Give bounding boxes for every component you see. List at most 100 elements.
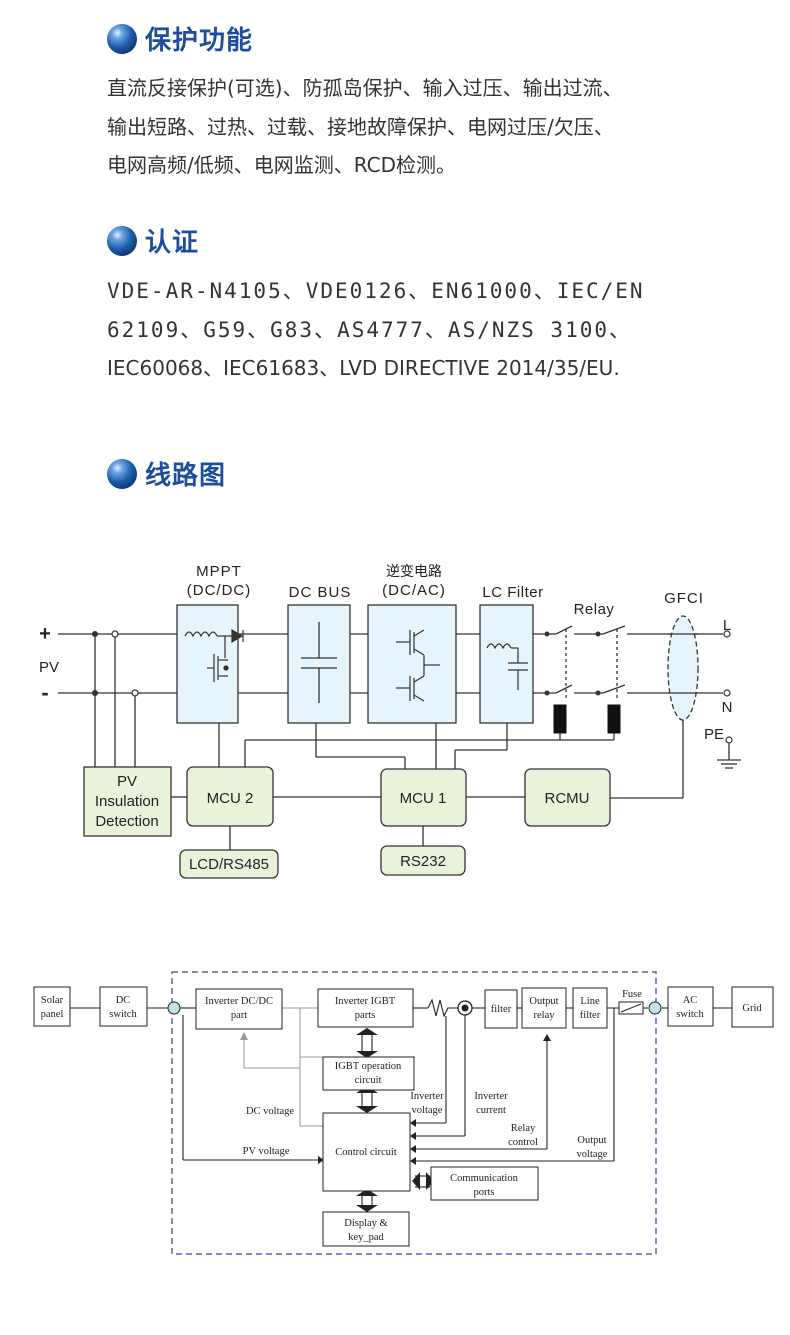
certification-title: 认证: [145, 228, 200, 258]
relay-coil: [607, 704, 621, 734]
relay-coil: [553, 704, 567, 734]
protection-title: 保护功能: [145, 26, 254, 56]
block-diagram-2: Solar panel DC switch Inverter DC/DC par…: [33, 971, 774, 1255]
ac-switch-label: switch: [676, 1009, 704, 1020]
inverter-voltage-label: voltage: [412, 1105, 443, 1116]
rcmu-block: [524, 768, 611, 827]
inverter-current-label: current: [476, 1105, 506, 1116]
protection-line: 直流反接保护(可选)、防孤岛保护、输入过压、输出过流、: [107, 76, 623, 100]
output-relay-box: [521, 987, 567, 1029]
certification-line: VDE-AR-N4105、VDE0126、EN61000、IEC/EN: [107, 279, 645, 303]
inverter-voltage-label: Inverter: [410, 1091, 444, 1102]
plus-label: +: [39, 623, 51, 645]
dcbus-label: DC BUS: [289, 584, 352, 601]
fuse-label: Fuse: [622, 989, 642, 1000]
output-relay-label: Output: [529, 996, 558, 1007]
certification-text: VDE-AR-N4105、VDE0126、EN61000、IEC/EN 6210…: [107, 272, 645, 388]
igbt-operation-box: [322, 1056, 415, 1091]
communication-ports-label: Communication: [450, 1173, 518, 1184]
certification-heading: 认证: [107, 222, 199, 259]
igbt-icon: [396, 629, 440, 702]
minus-label: -: [41, 680, 48, 705]
solar-panel-box: [33, 986, 71, 1027]
dc-switch-label: DC: [116, 995, 131, 1006]
control-circuit-box: [322, 1112, 411, 1192]
pv-voltage-label: PV voltage: [243, 1146, 290, 1157]
rs232-block: [380, 845, 466, 876]
pv-label: PV: [39, 659, 59, 676]
protection-line: 输出短路、过热、过载、接地故障保护、电网过压/欠压、: [107, 114, 614, 139]
pv-insulation-block: [83, 766, 172, 837]
dc-switch-box: [99, 986, 148, 1027]
inverter-dcdc-label: Inverter DC/DC: [205, 996, 273, 1007]
filter-label: filter: [491, 1004, 512, 1015]
neutral-N-label: N: [722, 699, 733, 716]
circuit-heading: 线路图: [107, 455, 226, 492]
inverter-igbt-label: Inverter IGBT: [335, 996, 396, 1007]
grid-label: Grid: [742, 1003, 762, 1014]
mppt-internals: [184, 628, 244, 682]
gfci-label: GFCI: [664, 590, 704, 607]
lcfilter-block: [479, 604, 534, 724]
control-circuit-label: Control circuit: [335, 1147, 397, 1158]
dashed-frame: [171, 971, 657, 1255]
mppt-block: [176, 604, 239, 724]
lcd-rs485-block: [179, 849, 279, 879]
relay-label: Relay: [574, 601, 615, 618]
mppt-sub: (DC/DC): [187, 582, 252, 599]
filter-box: [484, 989, 518, 1029]
inverter-title: 逆变电路: [386, 563, 442, 579]
mcu2-block: [186, 766, 274, 827]
display-keypad-label: key_pad: [348, 1232, 384, 1243]
output-voltage-label: voltage: [577, 1149, 608, 1160]
inverter-igbt-label: parts: [355, 1010, 375, 1021]
bullet-icon: [107, 458, 137, 489]
relay-control-label: Relay: [511, 1123, 536, 1134]
pv-insulation-text: Detection: [95, 813, 158, 830]
inverter-dcdc-label: part: [231, 1010, 247, 1021]
bullet-icon: [107, 23, 137, 54]
igbt-operation-label: circuit: [355, 1075, 382, 1086]
grid-box: [731, 986, 774, 1028]
capacitor-icon: [301, 622, 337, 703]
protection-text: 直流反接保护(可选)、防孤岛保护、输入过压、输出过流、 输出短路、过热、过载、接…: [107, 69, 623, 185]
ac-switch-box: [667, 986, 714, 1027]
gfci-ellipse: [667, 615, 699, 721]
bullet-icon: [107, 225, 137, 256]
block-diagram-1: + - PV MPPT (DC/DC) DC BUS 逆变电路 (DC/AC) …: [39, 563, 741, 879]
relay-control-label: control: [508, 1137, 538, 1148]
junction-node: [167, 1001, 181, 1015]
ac-switch-label: AC: [683, 995, 698, 1006]
output-relay-label: relay: [534, 1010, 556, 1021]
line-L-label: L: [723, 617, 731, 634]
pv-insulation-text: PV: [117, 773, 137, 790]
lcfilter-label: LC Filter: [482, 584, 543, 601]
junction-node: [648, 1001, 662, 1015]
pe-label: PE: [704, 726, 724, 743]
inverter-sub: (DC/AC): [382, 582, 446, 599]
pv-insulation-text: Insulation: [95, 793, 159, 810]
dc-switch-label: switch: [109, 1009, 137, 1020]
line-filter-box: [572, 987, 608, 1029]
mcu2-label: MCU 2: [207, 790, 254, 807]
display-keypad-box: [322, 1211, 410, 1247]
solar-panel-label: panel: [41, 1009, 64, 1020]
inverter-dcdc-box: [195, 988, 283, 1030]
solar-panel-label: Solar: [41, 995, 64, 1006]
igbt-operation-label: IGBT operation: [335, 1061, 402, 1072]
dc-voltage-label: DC voltage: [246, 1106, 294, 1117]
display-keypad-label: Display &: [344, 1218, 387, 1229]
protection-heading: 保护功能: [107, 20, 253, 57]
mcu1-label: MCU 1: [400, 790, 447, 807]
line-filter-label: Line: [580, 996, 600, 1007]
communication-ports-label: ports: [474, 1187, 495, 1198]
output-voltage-label: Output: [577, 1135, 606, 1146]
certification-line: IEC60068、IEC61683、LVD DIRECTIVE 2014/35/…: [107, 356, 620, 380]
inverter-block: [367, 604, 457, 724]
inverter-current-label: Inverter: [474, 1091, 508, 1102]
line-filter-label: filter: [580, 1010, 601, 1021]
rcmu-label: RCMU: [545, 790, 590, 807]
lcd-rs485-label: LCD/RS485: [189, 856, 269, 873]
mppt-title: MPPT: [196, 563, 242, 580]
certification-line: 62109、G59、G83、AS4777、AS/NZS 3100、: [107, 317, 633, 342]
